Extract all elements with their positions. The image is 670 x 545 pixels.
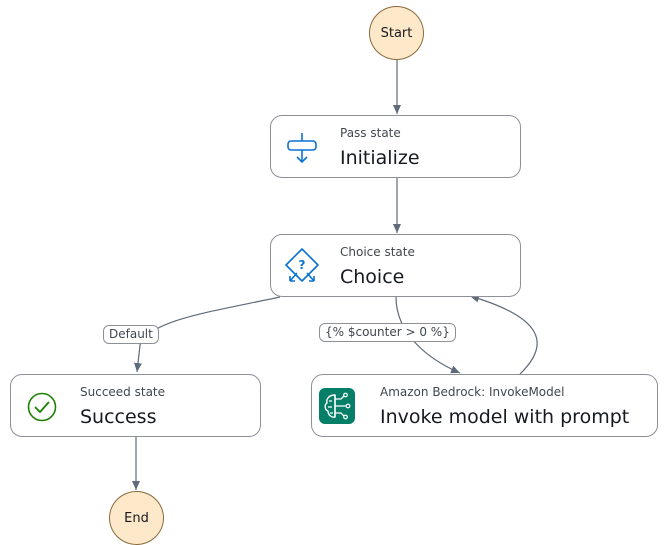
edge-label-default: Default bbox=[103, 325, 159, 344]
state-initialize[interactable]: Pass state Initialize bbox=[270, 115, 521, 178]
start-node[interactable]: Start bbox=[369, 6, 424, 60]
state-invoke-model-name: Invoke model with prompt bbox=[380, 406, 630, 428]
svg-text:?: ? bbox=[299, 258, 306, 272]
edge-label-condition: {% $counter > 0 %} bbox=[319, 323, 456, 342]
state-success[interactable]: Succeed state Success bbox=[10, 374, 261, 437]
state-success-name: Success bbox=[80, 406, 157, 428]
end-node[interactable]: End bbox=[109, 491, 164, 545]
pass-state-icon bbox=[285, 131, 319, 169]
state-initialize-name: Initialize bbox=[340, 147, 420, 169]
state-invoke-model[interactable]: Amazon Bedrock: InvokeModel Invoke model… bbox=[311, 374, 658, 437]
state-choice-name: Choice bbox=[340, 266, 405, 288]
state-choice[interactable]: ? Choice state Choice bbox=[270, 234, 521, 297]
start-label: Start bbox=[380, 25, 413, 41]
choice-state-icon: ? bbox=[283, 247, 321, 289]
state-choice-type: Choice state bbox=[340, 245, 415, 259]
edge-choice-to-invoke bbox=[395, 296, 461, 374]
state-success-type: Succeed state bbox=[80, 385, 166, 399]
bedrock-brain-icon bbox=[319, 388, 355, 428]
check-circle-icon bbox=[26, 391, 58, 427]
state-initialize-type: Pass state bbox=[340, 126, 401, 140]
state-invoke-model-type: Amazon Bedrock: InvokeModel bbox=[380, 385, 565, 399]
end-label: End bbox=[124, 510, 149, 526]
edge-invoke-to-choice bbox=[469, 294, 538, 375]
